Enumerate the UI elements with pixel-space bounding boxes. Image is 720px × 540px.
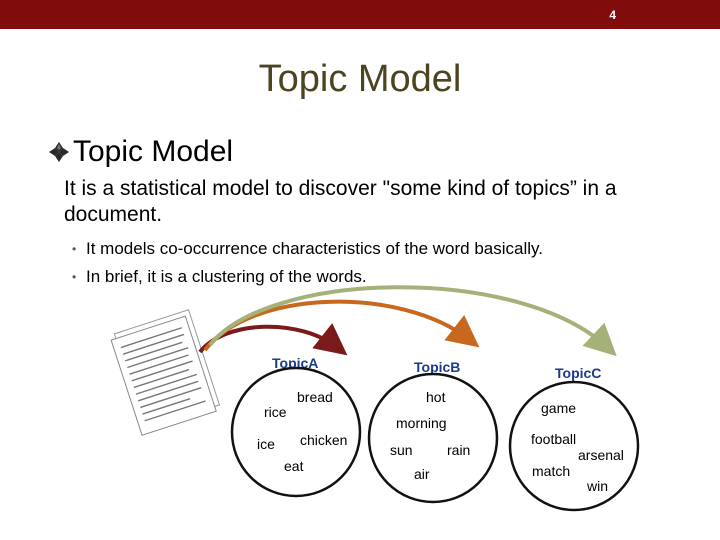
sub-bullet-text: It models co-occurrence characteristics …: [86, 239, 543, 258]
topic-label: TopicC: [555, 365, 601, 381]
topic-word: win: [586, 478, 608, 494]
topic-circle: [230, 366, 362, 498]
topic-word: air: [414, 466, 430, 482]
topic-word: chicken: [300, 432, 347, 448]
sub-bullet-dot: •: [72, 270, 77, 284]
topic-word: eat: [284, 458, 304, 474]
sub-bullet-text: In brief, it is a clustering of the word…: [86, 267, 367, 286]
arrow-to-topic-c: [208, 285, 617, 357]
topic-c-group: TopicC game football arsenal match win: [508, 365, 640, 512]
bullet-heading-row: Topic Model: [48, 132, 233, 172]
slide-title: Topic Model: [258, 58, 462, 100]
topic-a-group: TopicA bread rice chicken ice eat: [230, 355, 362, 498]
bullet-heading: Topic Model: [73, 135, 234, 168]
topic-word: match: [532, 463, 570, 479]
sub-bullet-1: • It models co-occurrence characteristic…: [72, 239, 543, 259]
definition-paragraph: It is a statistical model to discover "s…: [64, 177, 617, 226]
topic-word: arsenal: [578, 447, 624, 463]
sub-bullet-dot: •: [72, 242, 77, 256]
topic-circle: [508, 380, 640, 512]
topic-circle: [367, 372, 499, 504]
document-pages-icon: [110, 309, 221, 436]
topic-word: morning: [396, 415, 447, 431]
topic-b-group: TopicB hot morning sun rain air: [367, 359, 499, 504]
topic-label: TopicB: [414, 359, 460, 375]
topic-word: hot: [426, 389, 446, 405]
arrow-to-topic-b: [203, 299, 480, 352]
topic-word: sun: [390, 442, 413, 458]
topic-word: football: [531, 431, 576, 447]
topic-word: rice: [264, 404, 287, 420]
sub-bullet-2: • In brief, it is a clustering of the wo…: [72, 267, 367, 287]
top-bar: 4: [0, 0, 720, 29]
arrow-to-topic-a: [198, 323, 348, 356]
topic-word: ice: [257, 436, 275, 452]
topic-word: bread: [297, 389, 333, 405]
topic-word: rain: [447, 442, 470, 458]
topic-word: game: [541, 400, 576, 416]
diamond-bullet-icon: [49, 142, 69, 162]
page-number: 4: [609, 8, 616, 22]
topic-label: TopicA: [272, 355, 318, 371]
